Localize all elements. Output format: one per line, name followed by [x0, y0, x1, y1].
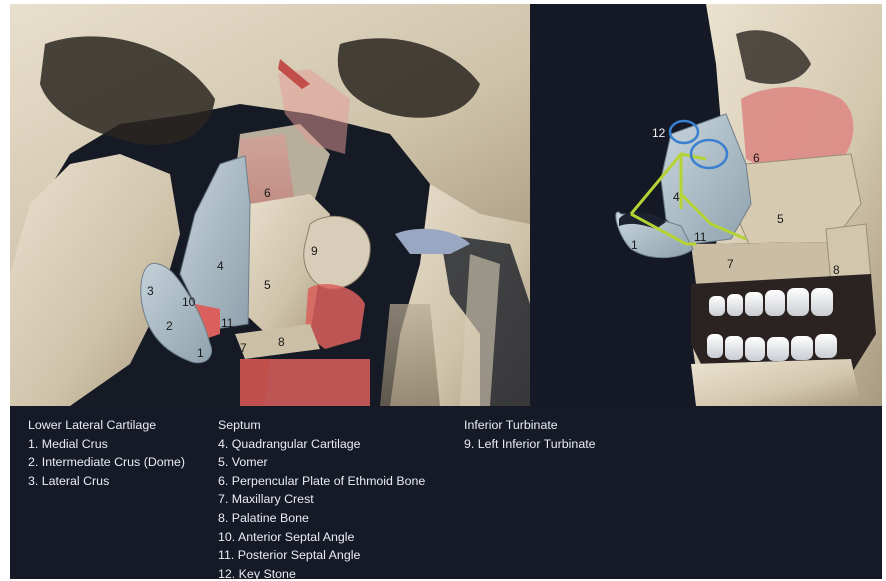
legend-item: 9. Left Inferior Turbinate — [464, 435, 596, 454]
label-5: 5 — [264, 278, 271, 292]
label-11: 11 — [221, 316, 234, 330]
legend-item: 5. Vomer — [218, 453, 425, 472]
legend-item: 3. Lateral Crus — [28, 472, 185, 491]
label-9: 9 — [311, 244, 318, 258]
legend-item: 12. Key Stone — [218, 565, 425, 579]
label-4: 4 — [673, 190, 680, 204]
legend-item: 6. Perpencular Plate of Ethmoid Bone — [218, 472, 425, 491]
label-2: 2 — [166, 319, 173, 333]
label-8: 8 — [833, 263, 840, 277]
label-11: 11 — [694, 230, 707, 244]
label-7: 7 — [727, 257, 734, 271]
label-3: 3 — [147, 284, 154, 298]
label-1: 1 — [197, 346, 204, 360]
label-5: 5 — [777, 212, 784, 226]
skull-lateral-view: 12 6 4 5 10 11 1 7 8 — [531, 4, 882, 406]
label-1: 1 — [631, 238, 638, 252]
label-12: 12 — [652, 126, 666, 140]
legend-item: 8. Palatine Bone — [218, 509, 425, 528]
anatomy-figure: 3 2 1 10 11 4 5 6 7 8 9 — [10, 4, 882, 579]
legend-lower-lateral-cartilage: Lower Lateral Cartilage 1. Medial Crus 2… — [28, 416, 185, 490]
label-10: 10 — [641, 203, 655, 217]
legend-inferior-turbinate: Inferior Turbinate 9. Left Inferior Turb… — [464, 416, 596, 453]
label-7: 7 — [240, 341, 247, 355]
label-4: 4 — [217, 259, 224, 273]
label-6: 6 — [753, 151, 760, 165]
skull-oblique-illustration: 3 2 1 10 11 4 5 6 7 8 9 — [10, 4, 530, 406]
skull-lateral-illustration: 12 6 4 5 10 11 1 7 8 — [531, 4, 882, 406]
legend-item: 4. Quadrangular Cartilage — [218, 435, 425, 454]
legend-heading: Lower Lateral Cartilage — [28, 416, 185, 435]
legend-item: 2. Intermediate Crus (Dome) — [28, 453, 185, 472]
legend-panel: Lower Lateral Cartilage 1. Medial Crus 2… — [10, 406, 882, 579]
legend-item: 1. Medial Crus — [28, 435, 185, 454]
skull-oblique-view: 3 2 1 10 11 4 5 6 7 8 9 — [10, 4, 530, 406]
label-10: 10 — [182, 295, 196, 309]
legend-item: 11. Posterior Septal Angle — [218, 546, 425, 565]
label-6: 6 — [264, 186, 271, 200]
legend-septum: Septum 4. Quadrangular Cartilage 5. Vome… — [218, 416, 425, 579]
legend-item: 7. Maxillary Crest — [218, 490, 425, 509]
legend-heading: Inferior Turbinate — [464, 416, 596, 435]
legend-item: 10. Anterior Septal Angle — [218, 528, 425, 547]
legend-heading: Septum — [218, 416, 425, 435]
label-8: 8 — [278, 335, 285, 349]
